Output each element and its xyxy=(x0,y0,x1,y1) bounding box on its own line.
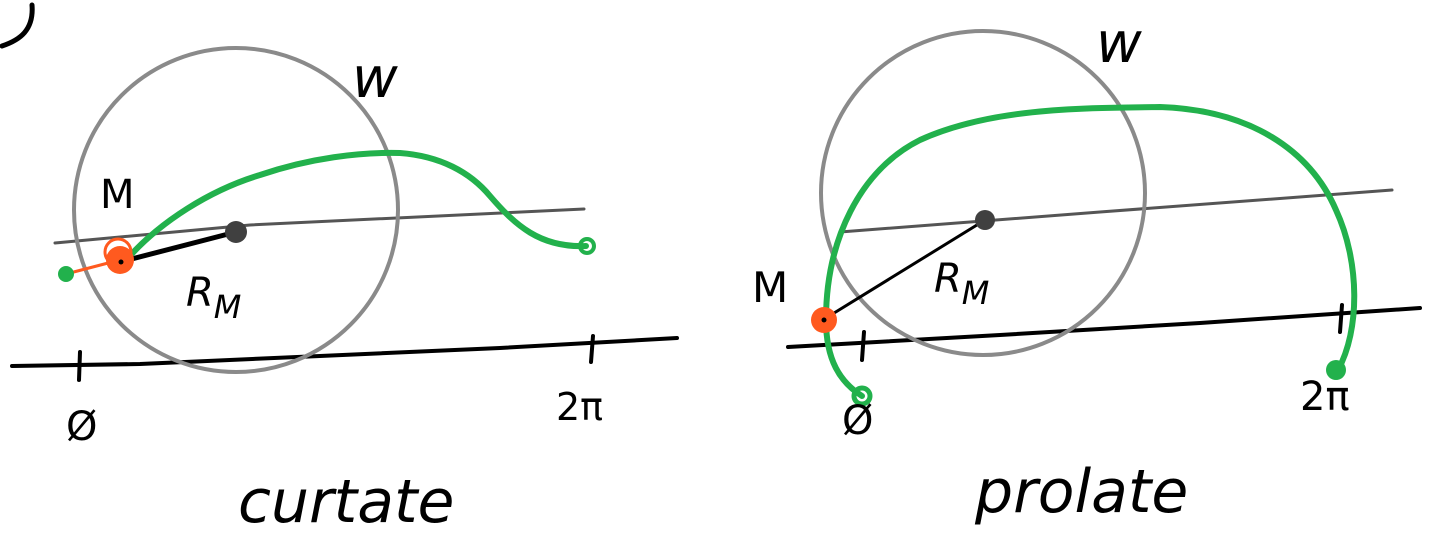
curtate-panel: w M RM Ø 2π curtate xyxy=(10,46,679,537)
prolate-marker-dot xyxy=(821,317,827,323)
curtate-radius-label-main: R xyxy=(186,270,214,316)
prolate-tick-start xyxy=(860,330,866,362)
curtate-wheel-center xyxy=(225,221,247,243)
prolate-radius-line xyxy=(824,218,987,320)
prolate-caption: prolate xyxy=(974,457,1188,527)
curtate-tick-start xyxy=(77,350,82,382)
curtate-center-line xyxy=(53,207,586,245)
prolate-radius-label-main: R xyxy=(934,256,962,302)
curtate-point-label: M xyxy=(100,172,135,218)
prolate-wheel-label: w xyxy=(1096,11,1142,76)
prolate-tick-end-label: 2π xyxy=(1300,374,1350,420)
prolate-panel: w M RM Ø 2π prolate xyxy=(752,11,1422,527)
prolate-point-label: M xyxy=(752,263,788,312)
curtate-marker-ring xyxy=(103,237,133,267)
curtate-tick-start-label: Ø xyxy=(66,404,97,450)
curtate-tick-end xyxy=(589,334,595,364)
curtate-trochoid-curve xyxy=(125,149,589,261)
prolate-radius-label: RM xyxy=(934,256,989,312)
curtate-tick-end-label: 2π xyxy=(556,385,603,429)
prolate-trochoid-curve xyxy=(823,104,1358,399)
curtate-caption: curtate xyxy=(238,467,454,537)
stray-mark xyxy=(0,2,35,49)
curtate-start-point xyxy=(58,266,74,282)
curtate-marker-dot xyxy=(118,259,124,265)
curtate-end-point xyxy=(578,237,596,255)
curtate-wheel-circle xyxy=(72,46,400,374)
prolate-tick-start-label: Ø xyxy=(842,398,873,444)
prolate-start-point xyxy=(851,385,873,407)
curtate-radius-label-sub: M xyxy=(214,288,242,326)
curtate-radius-line xyxy=(117,229,239,265)
curtate-baseline xyxy=(10,336,679,368)
curtate-radius-label: RM xyxy=(186,270,241,326)
prolate-radius-label-sub: M xyxy=(962,274,990,312)
curtate-wheel-label: w xyxy=(352,46,398,111)
prolate-wheel-circle xyxy=(819,29,1147,357)
prolate-tick-end xyxy=(1338,303,1344,334)
prolate-end-point xyxy=(1326,360,1346,380)
prolate-baseline xyxy=(786,306,1422,349)
prolate-center-line xyxy=(838,188,1394,234)
prolate-wheel-center xyxy=(975,210,995,230)
